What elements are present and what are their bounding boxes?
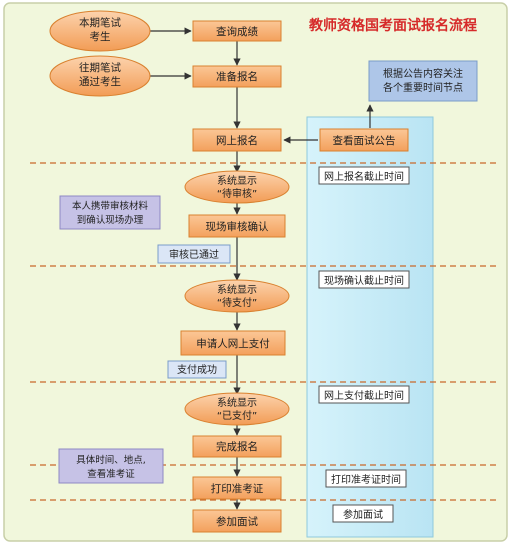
ticket-info-line2: 查看准考证	[87, 468, 135, 480]
print-time-label: 打印准考证时间	[331, 473, 401, 486]
pending-payment-line2: “待支付”	[217, 296, 257, 309]
onsite-review-box: 现场审核确认	[188, 214, 286, 238]
ticket-info-line1: 具体时间、地点,	[76, 454, 146, 466]
pending-review-line1: 系统显示	[217, 174, 257, 187]
previous-candidates-line1: 往期笔试	[79, 61, 121, 74]
online-registration-box: 网上报名	[192, 128, 282, 152]
payment-deadline-box: 网上支付截止时间	[318, 385, 410, 404]
pending-payment-oval: 系统显示 “待支付”	[184, 279, 290, 313]
onsite-review-label: 现场审核确认	[206, 220, 269, 233]
bring-materials-line1: 本人携带审核材料	[72, 200, 149, 212]
print-time-box: 打印准考证时间	[325, 469, 407, 488]
prepare-registration-label: 准备报名	[216, 70, 258, 83]
print-ticket-box: 打印准考证	[192, 476, 282, 500]
interview-time-box: 参加面试	[332, 504, 394, 523]
bring-materials-note: 本人携带审核材料 到确认现场办理	[59, 195, 161, 230]
diagram-title: 教师资格国考面试报名流程	[309, 17, 477, 34]
registration-deadline-box: 网上报名截止时间	[318, 166, 410, 185]
current-candidates-line2: 考生	[90, 30, 111, 43]
bring-materials-line2: 到确认现场办理	[77, 214, 144, 226]
complete-registration-box: 完成报名	[192, 435, 282, 458]
previous-candidates-oval: 往期笔试 通过考生	[49, 55, 151, 97]
pending-review-line2: “待审核”	[217, 187, 257, 200]
online-registration-label: 网上报名	[216, 134, 258, 147]
pending-payment-line1: 系统显示	[217, 283, 257, 296]
view-announcement-box: 查看面试公告	[319, 128, 409, 152]
check-scores-label: 查询成绩	[216, 25, 258, 38]
attend-interview-box: 参加面试	[192, 509, 282, 533]
timeline-panel	[306, 116, 434, 538]
previous-candidates-line2: 通过考生	[79, 75, 121, 88]
prepare-registration-box: 准备报名	[192, 65, 282, 88]
paid-line1: 系统显示	[217, 396, 257, 409]
announcement-note-line1: 根据公告内容关注	[383, 67, 463, 80]
connectors	[150, 27, 374, 510]
pending-review-oval: 系统显示 “待审核”	[184, 170, 290, 204]
current-candidates-oval: 本期笔试 考生	[49, 10, 151, 52]
onsite-deadline-box: 现场确认截止时间	[318, 270, 410, 289]
print-ticket-label: 打印准考证	[211, 482, 264, 495]
paid-oval: 系统显示 “已支付”	[184, 392, 290, 426]
view-announcement-label: 查看面试公告	[333, 134, 396, 147]
review-passed-label: 审核已通过	[169, 248, 219, 261]
paid-line2: “已支付”	[217, 409, 257, 422]
announcement-note-line2: 各个重要时间节点	[383, 81, 463, 94]
attend-interview-label: 参加面试	[216, 515, 258, 528]
onsite-deadline-label: 现场确认截止时间	[324, 274, 404, 287]
current-candidates-line1: 本期笔试	[79, 16, 121, 29]
check-scores-box: 查询成绩	[192, 20, 282, 42]
interview-time-label: 参加面试	[343, 508, 383, 521]
phase-separators	[30, 162, 496, 501]
ticket-info-note: 具体时间、地点, 查看准考证	[58, 448, 164, 484]
payment-success-badge: 支付成功	[167, 360, 227, 379]
payment-success-label: 支付成功	[177, 363, 217, 376]
review-passed-badge: 审核已通过	[157, 244, 231, 264]
payment-deadline-label: 网上支付截止时间	[324, 389, 404, 402]
apply-payment-label: 申请人网上支付	[196, 337, 270, 350]
announcement-note: 根据公告内容关注 各个重要时间节点	[368, 60, 478, 102]
complete-registration-label: 完成报名	[216, 440, 258, 453]
registration-deadline-label: 网上报名截止时间	[324, 170, 404, 183]
apply-payment-box: 申请人网上支付	[180, 330, 286, 356]
